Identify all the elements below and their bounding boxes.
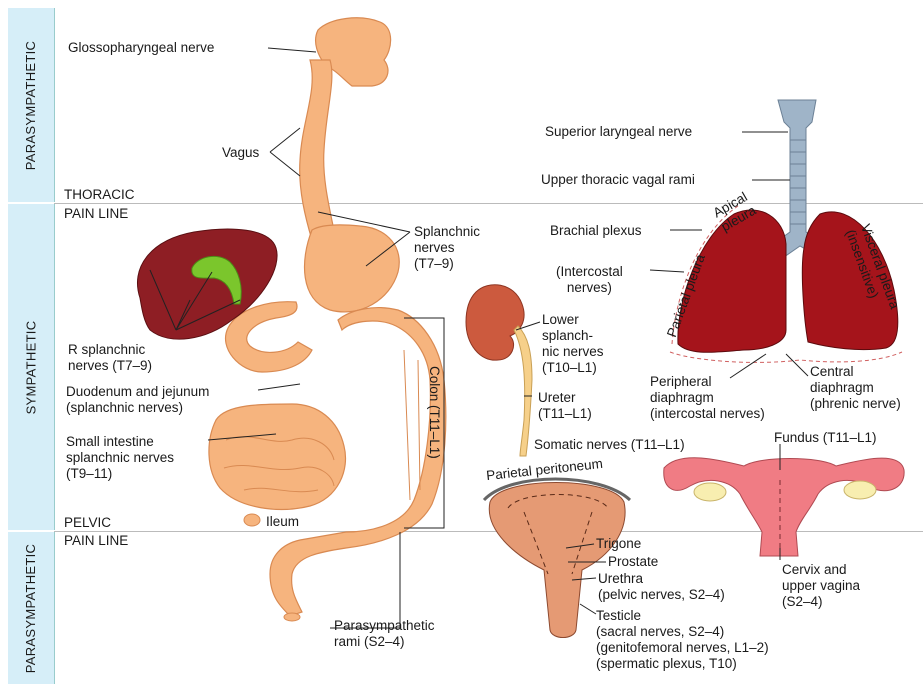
peripheral-diaphragm-label: Peripheral diaphragm (intercostal nerves… xyxy=(650,374,765,422)
splanchnic-label: Splanchnic nerves (T7–9) xyxy=(414,224,480,272)
duodenum-label: Duodenum and jejunum (splanchnic nerves) xyxy=(66,384,209,416)
small-intestine-label: Small intestine splanchnic nerves (T9–11… xyxy=(66,434,174,482)
testicle-label: Testicle (sacral nerves, S2–4) (genitofe… xyxy=(596,608,769,672)
brachial-plexus-label: Brachial plexus xyxy=(550,223,642,239)
pelvic-label: PELVIC xyxy=(64,515,111,531)
thoracic-label: THORACIC xyxy=(64,187,135,203)
stomach-shape xyxy=(305,225,400,312)
r-splanchnic-label: R splanchnic nerves (T7–9) xyxy=(68,342,152,374)
parasympathetic-rami-label: Parasympathetic rami (S2–4) xyxy=(334,618,435,650)
ileum-label: Ileum xyxy=(266,514,299,530)
glossopharyngeal-label: Glossopharyngeal nerve xyxy=(68,40,214,56)
lower-splanchnic-label: Lower splanch- nic nerves (T10–L1) xyxy=(542,312,604,376)
kidney-shape xyxy=(466,285,524,360)
colon-label: Colon (T11–L1) xyxy=(426,366,442,459)
left-ovary-shape xyxy=(694,483,726,501)
small-intestine-shape xyxy=(209,404,346,509)
rectum-end-shape xyxy=(284,613,300,621)
fundus-label: Fundus (T11–L1) xyxy=(774,430,877,446)
uterus-shape xyxy=(664,458,904,556)
ureter-label: Ureter (T11–L1) xyxy=(538,390,592,422)
vagus-label: Vagus xyxy=(222,145,259,161)
intercostal-label: (Intercostal nerves) xyxy=(556,264,623,296)
cervix-label: Cervix and upper vagina (S2–4) xyxy=(782,562,860,610)
upper-thoracic-label: Upper thoracic vagal rami xyxy=(541,172,695,188)
superior-laryngeal-label: Superior laryngeal nerve xyxy=(545,124,692,140)
urethra-label: Urethra (pelvic nerves, S2–4) xyxy=(598,571,725,603)
central-diaphragm-label: Central diaphragm (phrenic nerve) xyxy=(810,364,901,412)
prostate-label: Prostate xyxy=(608,554,658,570)
esophagus-shape xyxy=(300,60,336,240)
right-ovary-shape xyxy=(844,481,876,499)
digestive-tract xyxy=(209,18,446,616)
trigone-label: Trigone xyxy=(596,536,641,552)
ileum-shape xyxy=(244,514,260,526)
pain-line-upper-label: PAIN LINE xyxy=(64,206,128,222)
ureter-shape xyxy=(514,326,532,456)
somatic-label: Somatic nerves (T11–L1) xyxy=(534,437,685,453)
pain-line-lower-label: PAIN LINE xyxy=(64,533,128,549)
